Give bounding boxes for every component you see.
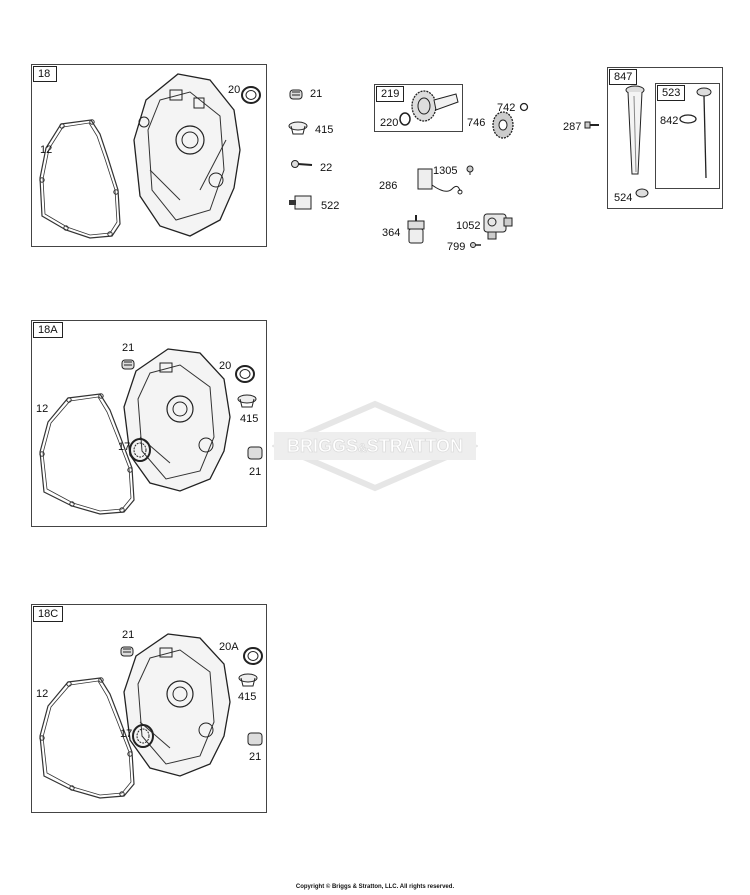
- crankcase-cover-drawing[interactable]: [120, 630, 238, 780]
- switch-drawing[interactable]: [412, 165, 464, 205]
- gasket-drawing[interactable]: [36, 118, 126, 242]
- label-799[interactable]: 799: [447, 241, 466, 253]
- label-21[interactable]: 21: [310, 88, 323, 100]
- briggs-stratton-watermark: BRIGGS&STRATTON: [272, 400, 478, 492]
- label-415[interactable]: 415: [238, 691, 257, 703]
- label-21[interactable]: 21: [122, 629, 135, 641]
- seal-drawing[interactable]: [242, 646, 264, 666]
- screw-drawing[interactable]: [290, 158, 314, 170]
- label-522[interactable]: 522: [321, 200, 340, 212]
- group-18a-tag[interactable]: 18A: [33, 322, 63, 338]
- label-12[interactable]: 12: [36, 688, 49, 700]
- label-287[interactable]: 287: [563, 121, 582, 133]
- label-364[interactable]: 364: [382, 227, 401, 239]
- tiny-screw-drawing[interactable]: [470, 240, 482, 250]
- label-1052[interactable]: 1052: [456, 220, 481, 232]
- gasket-drawing[interactable]: [34, 676, 140, 800]
- watermark-right-text: STRATTON: [367, 436, 463, 456]
- watermark-left-text: BRIGGS: [287, 436, 358, 456]
- watermark-amp-text: &: [358, 441, 367, 455]
- label-415[interactable]: 415: [240, 413, 259, 425]
- bolt-drawing[interactable]: [584, 120, 600, 130]
- cap-fitting-drawing[interactable]: [246, 730, 264, 748]
- svg-text:BRIGGS&STRATTON: BRIGGS&STRATTON: [287, 436, 463, 456]
- dipstick-tube-drawing[interactable]: [622, 84, 648, 180]
- o-ring-drawing[interactable]: [678, 113, 698, 125]
- breather-drawing[interactable]: [118, 643, 136, 659]
- breather-drawing[interactable]: [287, 86, 305, 102]
- label-415[interactable]: 415: [315, 124, 334, 136]
- gasket-drawing[interactable]: [34, 392, 140, 516]
- label-20a[interactable]: 20A: [219, 641, 239, 653]
- label-842[interactable]: 842: [660, 115, 679, 127]
- group-523-tag[interactable]: 523: [657, 85, 686, 101]
- crankcase-cover-drawing[interactable]: [130, 70, 248, 240]
- label-746[interactable]: 746: [467, 117, 486, 129]
- oil-pump-drawing[interactable]: [478, 208, 514, 242]
- label-21[interactable]: 21: [122, 342, 135, 354]
- bearing-drawing[interactable]: [131, 723, 155, 749]
- washer-drawing[interactable]: [398, 112, 412, 126]
- group-847-tag[interactable]: 847: [609, 69, 638, 85]
- group-219-tag[interactable]: 219: [376, 86, 405, 102]
- label-12[interactable]: 12: [36, 403, 49, 415]
- cap-fitting-drawing[interactable]: [246, 444, 264, 462]
- label-17[interactable]: 17: [118, 441, 131, 453]
- label-1305[interactable]: 1305: [433, 165, 458, 177]
- governor-gear-drawing[interactable]: [404, 88, 460, 124]
- label-12[interactable]: 12: [40, 144, 53, 156]
- crankcase-cover-drawing[interactable]: [120, 345, 238, 495]
- small-screw-drawing[interactable]: [465, 165, 475, 175]
- seal-drawing[interactable]: [240, 85, 262, 105]
- label-220[interactable]: 220: [380, 117, 399, 129]
- label-524[interactable]: 524: [614, 192, 633, 204]
- breather-drawing[interactable]: [119, 356, 137, 372]
- plug-drawing[interactable]: [237, 672, 259, 690]
- sensor-drawing[interactable]: [287, 193, 317, 213]
- label-17[interactable]: 17: [120, 728, 133, 740]
- label-286[interactable]: 286: [379, 180, 398, 192]
- label-21[interactable]: 21: [249, 466, 262, 478]
- seal-drawing[interactable]: [234, 364, 256, 384]
- copyright-footer: Copyright © Briggs & Stratton, LLC. All …: [295, 884, 455, 890]
- plug-drawing[interactable]: [287, 120, 309, 138]
- plug-drawing[interactable]: [236, 393, 258, 411]
- label-21[interactable]: 21: [249, 751, 262, 763]
- label-20[interactable]: 20: [219, 360, 232, 372]
- group-18c-tag[interactable]: 18C: [33, 606, 64, 622]
- cap-drawing[interactable]: [634, 187, 650, 199]
- solenoid-drawing[interactable]: [404, 213, 428, 247]
- label-20[interactable]: 20: [228, 84, 241, 96]
- group-18-tag[interactable]: 18: [33, 66, 57, 82]
- cam-gear-drawing[interactable]: [490, 110, 516, 140]
- bearing-drawing[interactable]: [128, 437, 152, 463]
- dipstick-drawing[interactable]: [694, 86, 714, 182]
- label-22[interactable]: 22: [320, 162, 333, 174]
- retainer-drawing[interactable]: [519, 102, 529, 112]
- label-742[interactable]: 742: [497, 102, 516, 114]
